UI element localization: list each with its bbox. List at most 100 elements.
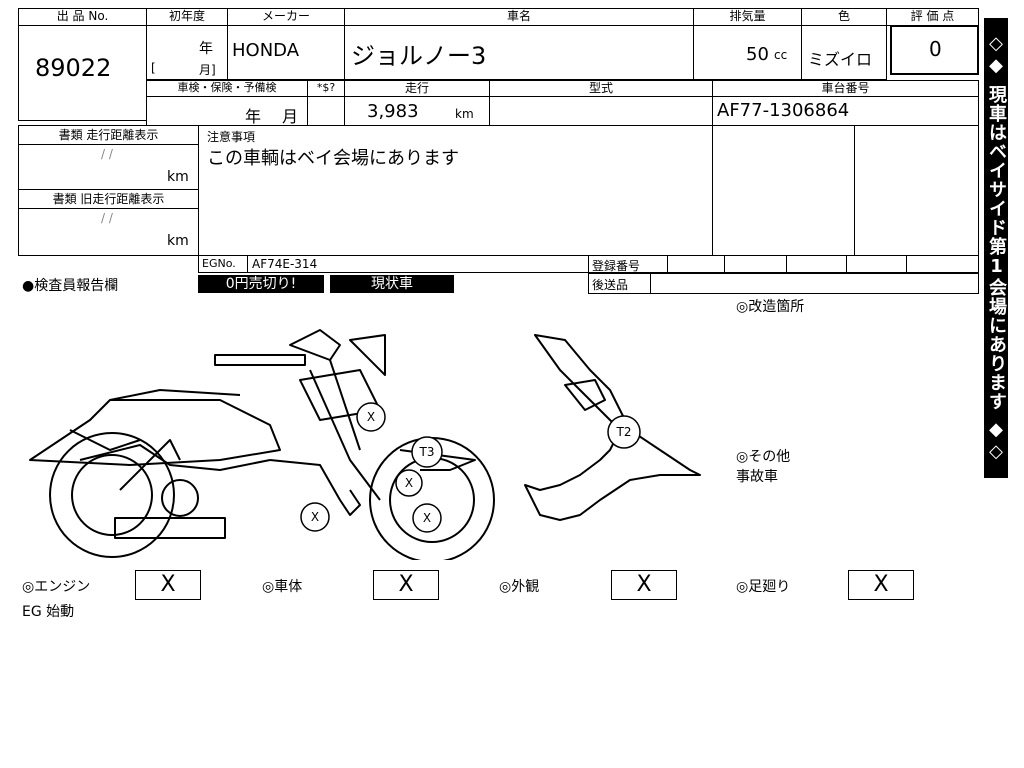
eg-start-label: EG 始動 — [22, 604, 75, 620]
displacement-header: 排気量 — [693, 8, 802, 26]
damage-mark-x-text: X — [405, 476, 413, 490]
eg-label: EGNo. — [202, 257, 236, 270]
scooter-diagram: X T3 X X X T2 — [29, 329, 701, 560]
other-text: 事故車 — [736, 469, 778, 485]
chassis-box: AF77-1306864 — [712, 96, 979, 126]
type-header: 型式 — [489, 80, 713, 97]
notes-extra-1 — [712, 125, 855, 256]
sidebar-top-diamonds: ◇◆ — [985, 33, 1007, 77]
notes-extra-2 — [854, 125, 979, 256]
rating-body-value: X — [373, 570, 439, 600]
delivery-label: 後送品 — [592, 278, 629, 292]
inspection-header: 車検・保険・予備検 — [146, 80, 308, 97]
damage-mark-t2 — [607, 415, 641, 449]
reg-divider — [846, 256, 847, 272]
reg-divider — [786, 256, 787, 272]
inspector-label: ●検査員報告欄 — [22, 278, 119, 294]
sold-badge: 0円売切り! — [198, 275, 324, 293]
first-reg-box: 年 [ 月] — [146, 25, 228, 80]
mileage-value: 3,983 — [367, 101, 419, 122]
old-mileage-date: / / — [101, 211, 113, 225]
displacement-box: 50 cc — [693, 25, 802, 80]
score-header: 評 価 点 — [886, 8, 979, 26]
color-value: ミズイロ — [808, 50, 873, 69]
doc-mileage-date: / / — [101, 147, 113, 161]
inspection-month: 月 — [282, 107, 299, 126]
as-is-badge: 現状車 — [330, 275, 454, 293]
mileage-box: 3,983 km — [344, 96, 490, 126]
lot-no-box: 89022 — [18, 25, 147, 121]
color-box: ミズイロ — [801, 25, 887, 80]
chassis-value: AF77-1306864 — [717, 100, 850, 121]
notes-box: 注意事項 この車輌はベイ会場にあります — [198, 125, 713, 256]
first-reg-header: 初年度 — [146, 8, 228, 26]
damage-mark-x — [300, 502, 330, 532]
damage-mark-x-text: X — [311, 510, 319, 524]
rear-wheel — [49, 432, 175, 558]
eg-label-box: EGNo. — [198, 255, 248, 273]
displacement-value: 50 — [746, 44, 769, 65]
old-mileage-header: 書類 旧走行距離表示 — [18, 189, 199, 209]
delivery-label-box: 後送品 — [588, 273, 651, 294]
reg-value-box — [667, 255, 979, 273]
mileage-header: 走行 — [344, 80, 490, 97]
maker-name: HONDA — [232, 40, 300, 61]
eg-no: AF74E-314 — [252, 257, 318, 271]
inspection-box: 年 月 — [146, 96, 308, 126]
rating-engine-value: X — [135, 570, 201, 600]
damage-mark-t3-text: T3 — [419, 445, 435, 459]
inspection-symbol-box — [307, 96, 345, 126]
score-box: 0 — [890, 25, 979, 75]
rating-suspension-value: X — [848, 570, 914, 600]
old-mileage-box: / / km — [18, 208, 199, 256]
model-name: ジョルノー3 — [351, 42, 487, 70]
mileage-unit: km — [455, 107, 474, 121]
rating-suspension-label: ◎足廻り — [736, 579, 791, 595]
damage-mark-x-text: X — [367, 410, 375, 424]
damage-mark-x — [356, 402, 386, 432]
rating-exterior-label: ◎外観 — [499, 579, 540, 595]
score-value: 0 — [929, 37, 942, 61]
color-header: 色 — [801, 8, 887, 26]
first-reg-bracket: [ — [151, 61, 156, 75]
mirror — [349, 334, 386, 376]
notes-label: 注意事項 — [207, 130, 256, 144]
type-box — [489, 96, 713, 126]
notes-text: この車輌はベイ会場にあります — [207, 148, 459, 169]
seat — [29, 399, 281, 466]
model-header: 車名 — [344, 8, 694, 26]
doc-mileage-header: 書類 走行距離表示 — [18, 125, 199, 145]
eg-no-box: AF74E-314 — [247, 255, 589, 273]
model-box: ジョルノー3 — [344, 25, 694, 80]
reg-divider — [906, 256, 907, 272]
damage-mark-x — [412, 503, 442, 533]
maker-header: メーカー — [227, 8, 345, 26]
sidebar-bottom-diamonds: ◆◇ — [985, 419, 1007, 463]
rating-exterior-value: X — [611, 570, 677, 600]
rating-engine-label: ◎エンジン — [22, 579, 91, 595]
first-reg-year: 年 — [199, 41, 213, 57]
displacement-unit: cc — [774, 48, 788, 62]
inspection-year: 年 — [245, 107, 262, 126]
chassis-header: 車台番号 — [712, 80, 979, 97]
rating-body-label: ◎車体 — [262, 579, 303, 595]
delivery-value-box — [650, 273, 979, 294]
doc-mileage-unit: km — [167, 169, 189, 185]
other-label: ◎その他 — [736, 449, 791, 465]
modified-label: ◎改造箇所 — [736, 299, 805, 315]
reg-label: 登録番号 — [592, 259, 641, 273]
location-sidebar: ◇◆ 現車はベイサイド第1会場にあります ◆◇ — [984, 18, 1008, 478]
inspection-symbol-header: *$? — [307, 80, 345, 97]
maker-box: HONDA — [227, 25, 345, 80]
lot-number: 89022 — [35, 54, 112, 82]
sidebar-text: 現車はベイサイド第1会場にあります — [986, 85, 1007, 411]
damage-mark-t2-text: T2 — [616, 425, 632, 439]
damage-mark-x-text: X — [423, 511, 431, 525]
damage-mark-t3 — [411, 436, 443, 468]
reg-label-box: 登録番号 — [588, 255, 668, 273]
old-mileage-unit: km — [167, 233, 189, 249]
first-reg-month: 月] — [199, 63, 216, 77]
damage-mark-x — [395, 469, 423, 497]
reg-divider — [724, 256, 725, 272]
doc-mileage-box: / / km — [18, 144, 199, 190]
